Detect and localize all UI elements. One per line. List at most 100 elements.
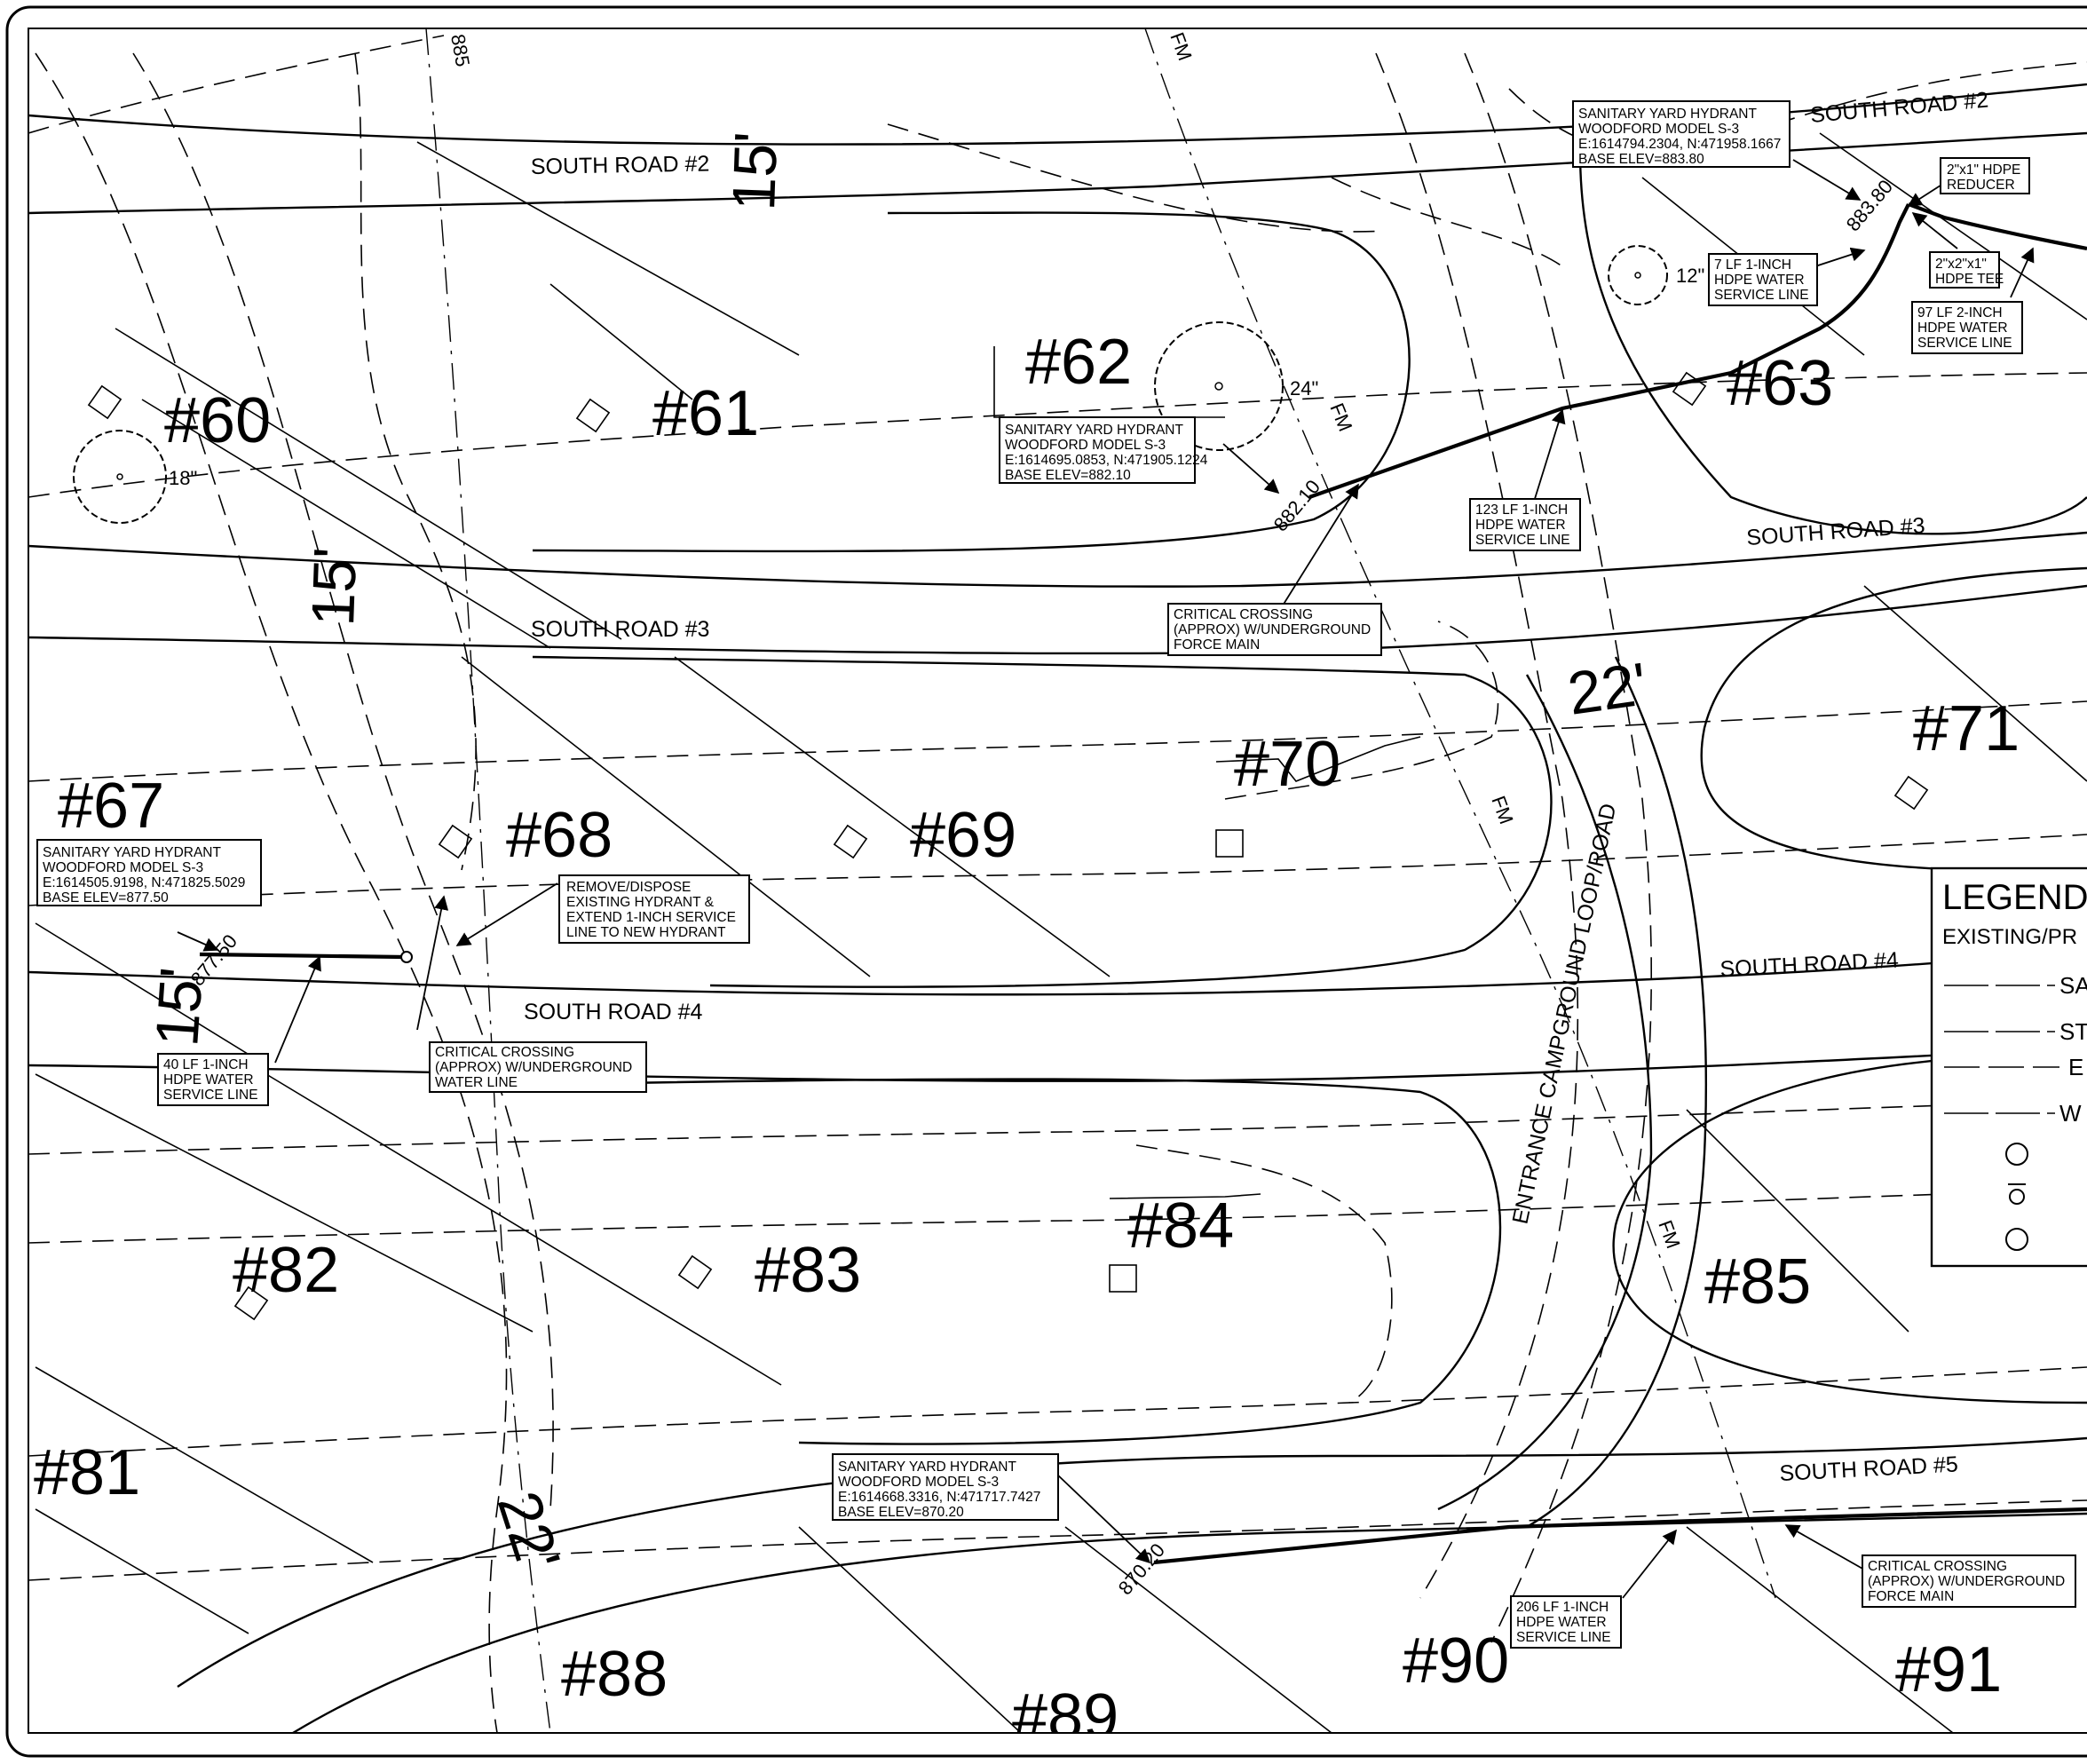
tree-63: [1608, 245, 1668, 305]
svg-text:CRITICAL CROSSING: CRITICAL CROSSING: [435, 1045, 574, 1060]
note-hydrant-67: SANITARY YARD HYDRANT WOODFORD MODEL S-3…: [36, 839, 262, 906]
note-critical-crossing-water: CRITICAL CROSSING (APPROX) W/UNDERGROUND…: [429, 1041, 647, 1093]
svg-text:REDUCER: REDUCER: [1947, 178, 2015, 193]
svg-text:WOODFORD MODEL S-3: WOODFORD MODEL S-3: [1005, 438, 1166, 453]
svg-text:123 LF 1-INCH: 123 LF 1-INCH: [1475, 502, 1568, 518]
svg-text:WOODFORD MODEL S-3: WOODFORD MODEL S-3: [1578, 122, 1739, 137]
svg-text:HDPE WATER: HDPE WATER: [1475, 518, 1566, 533]
dimension-label: 15': [143, 965, 216, 1048]
legend-subtitle: EXISTING/PR: [1942, 925, 2077, 949]
svg-text:FORCE MAIN: FORCE MAIN: [1868, 1589, 1954, 1604]
svg-text:7 LF 1-INCH: 7 LF 1-INCH: [1714, 257, 1791, 273]
site-label: #62: [1025, 327, 1132, 398]
tree-62: [1154, 321, 1284, 451]
svg-text:BASE ELEV=883.80: BASE ELEV=883.80: [1578, 152, 1704, 167]
svg-text:CRITICAL CROSSING: CRITICAL CROSSING: [1174, 607, 1313, 622]
svg-text:WOODFORD MODEL S-3: WOODFORD MODEL S-3: [43, 860, 203, 875]
site-numbers: #60 #61 #62 #63 #67 #68 #69 #70 #71 #81 …: [34, 327, 2020, 1733]
svg-text:EXISTING HYDRANT &: EXISTING HYDRANT &: [566, 895, 715, 910]
elevation-label: 870.20: [1114, 1539, 1169, 1600]
svg-text:E:1614695.0853, N:471905.1224: E:1614695.0853, N:471905.1224: [1005, 453, 1208, 468]
dimension-label: 22': [1564, 650, 1651, 728]
site-label: #82: [233, 1235, 339, 1306]
tree-size-label: 24": [1290, 377, 1318, 399]
svg-text:ST: ST: [2059, 1018, 2087, 1045]
svg-text:EXTEND 1-INCH SERVICE: EXTEND 1-INCH SERVICE: [566, 910, 736, 925]
fm-label: FM: [1325, 400, 1356, 435]
legend-cleanout-icon: [2005, 1228, 2028, 1251]
contour-label: 885: [447, 33, 474, 69]
legend-hydrant-icon: [2008, 1183, 2026, 1205]
svg-text:BASE ELEV=882.10: BASE ELEV=882.10: [1005, 468, 1131, 483]
site-label: #67: [58, 771, 164, 842]
road-label: SOUTH ROAD #5: [1779, 1452, 1959, 1486]
drawing-markers: FM FM FM FM 885 18" 24" 12" 882.10 883.8…: [169, 29, 1897, 1599]
dimension-labels: 15' 15' 15' 22' 22': [143, 131, 1651, 1579]
svg-text:BASE ELEV=870.20: BASE ELEV=870.20: [838, 1505, 964, 1520]
road-label: SOUTH ROAD #3: [531, 617, 709, 642]
site-label: #71: [1913, 693, 2020, 764]
svg-text:WATER LINE: WATER LINE: [435, 1075, 518, 1090]
legend-manhole-icon: [2005, 1143, 2028, 1166]
site-label: #60: [164, 385, 271, 456]
tree-size-label: 18": [169, 467, 197, 489]
road-label: SOUTH ROAD #2: [531, 151, 710, 179]
note-service-206: 206 LF 1-INCH HDPE WATER SERVICE LINE: [1510, 1595, 1622, 1649]
site-label: #81: [34, 1437, 140, 1508]
water-service-lines: [199, 202, 2087, 1565]
note-critical-crossing-fm-1: CRITICAL CROSSING (APPROX) W/UNDERGROUND…: [1167, 603, 1382, 656]
site-label: #83: [755, 1235, 861, 1306]
site-label: #61: [652, 378, 759, 449]
fm-label: FM: [1487, 793, 1517, 827]
elevation-label: 883.80: [1842, 176, 1897, 236]
site-label: #91: [1895, 1634, 2002, 1705]
note-reducer: 2"x1" HDPE REDUCER: [1940, 157, 2030, 194]
svg-text:2"x1" HDPE: 2"x1" HDPE: [1947, 162, 2020, 178]
svg-text:HDPE WATER: HDPE WATER: [163, 1072, 254, 1088]
svg-text:HDPE WATER: HDPE WATER: [1516, 1615, 1607, 1630]
note-hydrant-90: SANITARY YARD HYDRANT WOODFORD MODEL S-3…: [832, 1453, 1059, 1521]
site-label: #70: [1234, 729, 1340, 800]
svg-text:SERVICE LINE: SERVICE LINE: [1714, 288, 1809, 303]
note-service-7: 7 LF 1-INCH HDPE WATER SERVICE LINE: [1708, 253, 1818, 306]
svg-text:(APPROX) W/UNDERGROUND: (APPROX) W/UNDERGROUND: [435, 1060, 632, 1075]
legend-item-electric: E: [1944, 1054, 2083, 1080]
site-label: #68: [506, 800, 613, 871]
site-label: #88: [561, 1639, 668, 1710]
trees: [73, 245, 1668, 524]
svg-text:2"x2"x1": 2"x2"x1": [1935, 257, 1987, 272]
contour-lines: [28, 35, 2087, 1733]
note-hydrant-63: SANITARY YARD HYDRANT WOODFORD MODEL S-3…: [1572, 100, 1791, 168]
svg-text:BASE ELEV=877.50: BASE ELEV=877.50: [43, 890, 169, 906]
dimension-label: 22': [485, 1483, 573, 1579]
road-label: SOUTH ROAD #2: [1809, 88, 1989, 128]
svg-text:SERVICE LINE: SERVICE LINE: [163, 1088, 258, 1103]
note-tee: 2"x2"x1" HDPE TEE: [1929, 251, 2004, 289]
svg-text:SANITARY YARD HYDRANT: SANITARY YARD HYDRANT: [1005, 423, 1184, 438]
svg-text:SANITARY YARD HYDRANT: SANITARY YARD HYDRANT: [838, 1459, 1017, 1475]
site-label: #90: [1403, 1626, 1509, 1697]
svg-text:E:1614668.3316, N:471717.7427: E:1614668.3316, N:471717.7427: [838, 1490, 1040, 1505]
svg-text:40 LF 1-INCH: 40 LF 1-INCH: [163, 1057, 249, 1072]
svg-text:W: W: [2059, 1100, 2082, 1127]
svg-text:FORCE MAIN: FORCE MAIN: [1174, 637, 1260, 653]
note-service-40: 40 LF 1-INCH HDPE WATER SERVICE LINE: [157, 1053, 269, 1106]
svg-text:HDPE TEE: HDPE TEE: [1935, 272, 2004, 287]
fm-label: FM: [1166, 29, 1196, 63]
svg-text:SERVICE LINE: SERVICE LINE: [1475, 533, 1570, 548]
dimension-label: 15': [720, 131, 790, 211]
force-main-line: [425, 28, 1776, 1733]
svg-text:SERVICE LINE: SERVICE LINE: [1516, 1630, 1611, 1645]
dimension-label: 15': [299, 546, 369, 627]
note-hydrant-62: SANITARY YARD HYDRANT WOODFORD MODEL S-3…: [999, 416, 1208, 484]
svg-text:(APPROX) W/UNDERGROUND: (APPROX) W/UNDERGROUND: [1868, 1574, 2065, 1589]
svg-text:WOODFORD MODEL S-3: WOODFORD MODEL S-3: [838, 1475, 999, 1490]
tree-60: [73, 430, 167, 524]
svg-text:E:1614505.9198, N:471825.5029: E:1614505.9198, N:471825.5029: [43, 875, 245, 890]
site-label: #63: [1727, 348, 1833, 419]
site-label: #84: [1127, 1191, 1234, 1262]
legend-title: LEGEND: [1942, 878, 2087, 917]
svg-text:HDPE WATER: HDPE WATER: [1714, 273, 1805, 288]
fm-label: FM: [1654, 1217, 1684, 1251]
